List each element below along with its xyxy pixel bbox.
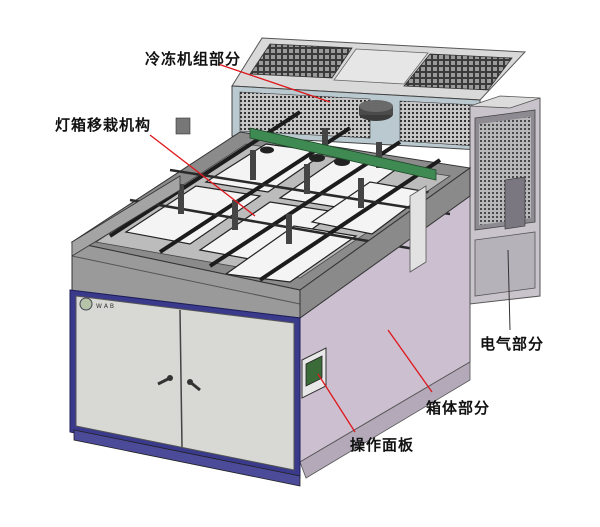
leader-electrical: [507, 249, 511, 331]
label-electrical-section: 电气部分: [480, 335, 545, 353]
coolant-pipe: [249, 127, 437, 181]
operation-panel[interactable]: [301, 347, 327, 399]
leader-cabinet: [387, 329, 433, 393]
label-cabinet-section: 箱体部分: [426, 399, 491, 417]
logo-text: W A B: [96, 303, 114, 310]
door-handle-right[interactable]: [187, 379, 201, 392]
light-box-transplant-mechanism: [70, 110, 472, 291]
refrigeration-unit: [231, 37, 527, 151]
label-control-panel: 操作面板: [350, 436, 415, 454]
door-seam: [179, 309, 183, 448]
leader-control-panel: [317, 373, 356, 433]
leader-refrigeration: [217, 63, 331, 103]
label-refrigeration-unit: 冷冻机组部分: [145, 50, 242, 68]
label-light-box-mechanism: 灯箱移栽机构: [55, 116, 152, 134]
electrical-cabinet: [469, 95, 541, 305]
logo-badge-icon: [79, 297, 93, 311]
door-handle-left[interactable]: [157, 375, 173, 386]
cabinet-front: [69, 289, 301, 487]
leader-light-box: [149, 134, 256, 217]
